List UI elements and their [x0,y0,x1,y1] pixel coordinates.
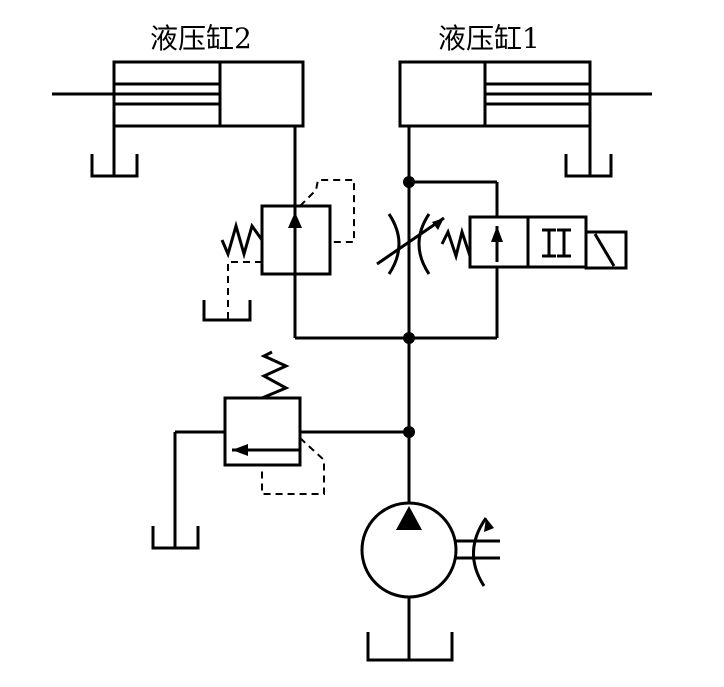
tank-pump [366,632,454,662]
solenoid-directional-valve [440,215,628,270]
flow-arrow-icon [232,444,248,456]
hydraulic-pump [360,501,500,662]
pump-direction-icon [396,506,422,530]
main-pressure-line [293,126,499,507]
tank-relief-valve [151,526,200,550]
tank-sequence-valve [202,300,252,322]
cylinder-1-label: 液压缸1 [438,22,540,55]
pilot-line [261,437,325,495]
junction-dot [403,426,415,438]
drain-line [227,261,262,320]
tank-cylinder-2 [90,126,139,178]
spring-icon [440,226,472,262]
cylinder-2-label: 液压缸2 [150,22,252,55]
throttle-valve [376,213,445,275]
cylinder-1 [398,60,652,128]
rotation-arrow-icon [472,517,488,587]
spring-icon [220,220,264,260]
relief-valve [151,350,325,550]
cylinder-2 [52,60,305,128]
flow-arrow-icon [288,212,302,228]
junction-dot [403,176,415,188]
sequence-valve [202,179,355,322]
pilot-line [299,179,355,243]
adjustable-arrow-icon [432,218,444,230]
tank-cylinder-1 [564,126,613,178]
spring-icon [260,350,290,400]
flow-arrow-icon [491,226,503,242]
junction-dot [403,332,415,344]
